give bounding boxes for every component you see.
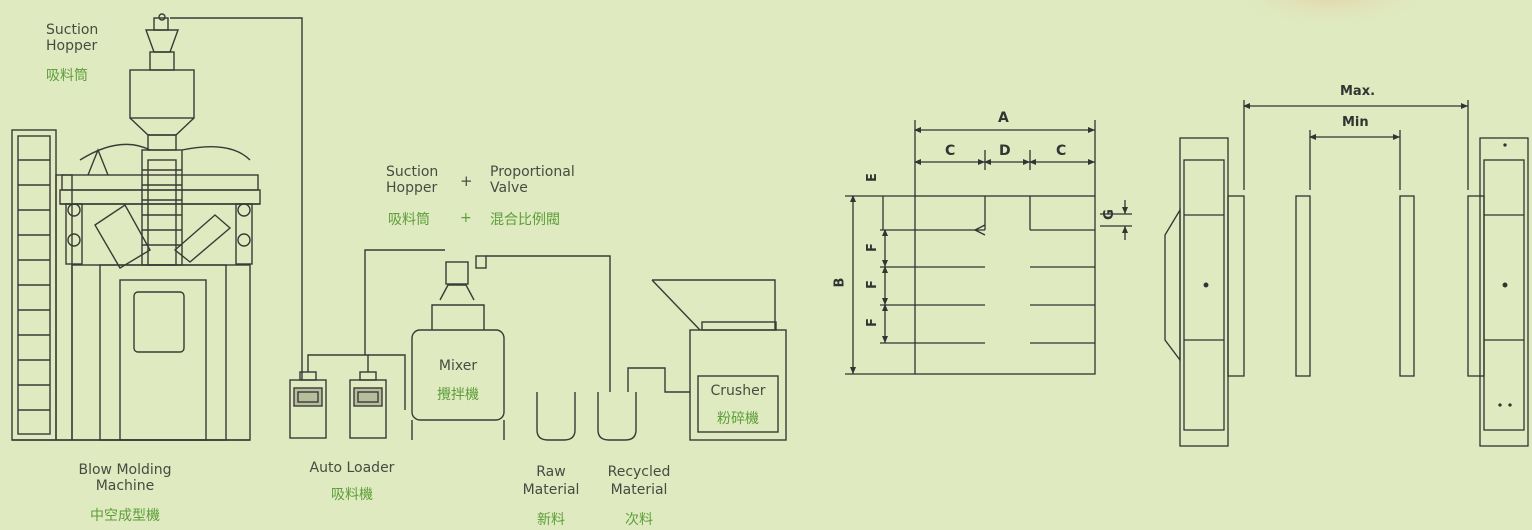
suction-hopper-mid-cn: 吸料筒 bbox=[388, 212, 430, 228]
dim-label-f2: F bbox=[864, 280, 880, 289]
dim-label-f1: F bbox=[864, 243, 880, 252]
recycled-material-en2: Material bbox=[610, 482, 668, 498]
raw-material-en2: Material bbox=[522, 482, 580, 498]
dim-label-b: B bbox=[832, 277, 848, 288]
mixer-cn: 攪拌機 bbox=[437, 387, 479, 403]
pipe-hopper-to-loader bbox=[170, 17, 303, 380]
dim-label-g: G bbox=[1101, 209, 1117, 220]
platen-drawing bbox=[1164, 100, 1529, 447]
raw-material-cn: 新料 bbox=[537, 512, 565, 528]
proportional-valve-en1: Proportional bbox=[490, 164, 575, 180]
die-drawing bbox=[845, 120, 1132, 375]
raw-material-en1: Raw bbox=[536, 464, 566, 480]
dim-label-e: E bbox=[864, 173, 880, 182]
material-bins-drawing bbox=[536, 367, 690, 441]
blow-molding-en1: Blow Molding bbox=[78, 462, 172, 478]
plus-sign-cn: + bbox=[460, 210, 472, 226]
dim-label-max: Max. bbox=[1340, 84, 1376, 99]
auto-loader-cn: 吸料機 bbox=[331, 487, 373, 503]
suction-hopper-top-en2: Hopper bbox=[46, 38, 98, 54]
suction-hopper-top-en1: Suction bbox=[46, 22, 99, 38]
blow-molding-cn: 中空成型機 bbox=[90, 508, 160, 524]
dim-label-min: Min bbox=[1342, 115, 1369, 130]
dim-label-d: D bbox=[999, 143, 1011, 159]
dim-label-c-left: C bbox=[945, 143, 956, 159]
crusher-drawing bbox=[651, 279, 787, 441]
blow-molding-machine-drawing bbox=[11, 13, 261, 441]
dim-label-f3: F bbox=[864, 318, 880, 327]
recycled-material-cn: 次料 bbox=[625, 512, 653, 528]
recycled-material-en1: Recycled bbox=[607, 464, 671, 480]
suction-hopper-mid-en1: Suction bbox=[386, 164, 439, 180]
suction-hopper-mid-en2: Hopper bbox=[386, 180, 438, 196]
auto-loader-en: Auto Loader bbox=[309, 460, 395, 476]
mixer-en: Mixer bbox=[438, 358, 478, 374]
decorative-blob bbox=[1223, 0, 1437, 30]
plus-sign-en: + bbox=[460, 172, 473, 190]
mixer-drawing bbox=[411, 255, 611, 440]
blow-molding-en2: Machine bbox=[95, 478, 155, 494]
dim-label-c-right: C bbox=[1056, 143, 1067, 159]
proportional-valve-en2: Valve bbox=[490, 180, 528, 196]
auto-loader-drawing bbox=[289, 249, 445, 439]
crusher-en: Crusher bbox=[710, 383, 766, 399]
suction-hopper-top-cn: 吸料筒 bbox=[46, 68, 88, 84]
dim-label-a: A bbox=[998, 110, 1009, 126]
proportional-valve-cn: 混合比例閥 bbox=[490, 212, 560, 228]
crusher-cn: 粉碎機 bbox=[717, 411, 759, 427]
